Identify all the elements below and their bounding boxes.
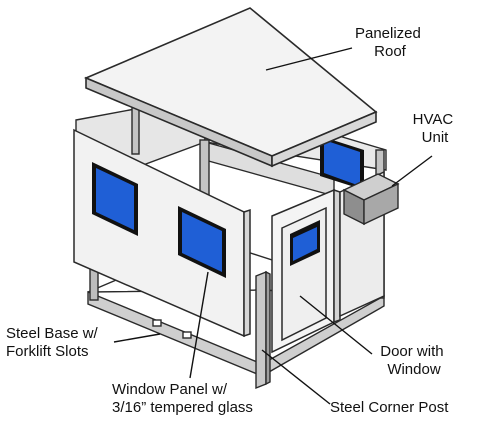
leader-door: [299, 295, 373, 355]
hvac-side: [363, 182, 399, 226]
left-wall-edge: [243, 208, 251, 338]
leader-lines: [113, 47, 433, 405]
roof-right-edge: [271, 110, 377, 168]
leader-base: [113, 333, 161, 343]
corner-post-side: [265, 270, 271, 386]
label-base-line2: Forklift Slots: [6, 343, 89, 360]
label-roof-line1: Panelized: [355, 25, 421, 42]
label-hvac-line2: Unit: [422, 129, 450, 146]
label-hvac-line1: HVAC: [413, 111, 454, 128]
label-roof: Panelized Roof: [355, 25, 425, 60]
window-panel-left: [73, 128, 251, 338]
door-window-glass: [293, 227, 317, 261]
right-wall-edge: [333, 188, 341, 324]
label-corner-post-line1: Steel Corner Post: [330, 399, 449, 416]
label-base-line1: Steel Base w/: [6, 325, 99, 342]
steel-corner-post: [255, 270, 271, 390]
panelized-roof: [83, 7, 378, 168]
leader-corner-post: [261, 349, 331, 405]
roof-support-post: [131, 103, 140, 155]
hvac-unit: [342, 173, 400, 226]
corner-post-body: [255, 270, 267, 390]
forklift-slot-2: [182, 331, 192, 339]
label-door-line2: Window: [387, 361, 441, 378]
leader-roof: [265, 47, 353, 71]
labels: Panelized Roof HVAC Unit Steel Base w/ F…: [6, 25, 458, 416]
label-roof-line2: Roof: [374, 43, 407, 60]
window-1-glass: [96, 168, 134, 230]
label-window-panel-line2: 3/16” tempered glass: [112, 399, 253, 416]
window-2-glass: [182, 212, 222, 272]
label-door-line1: Door with: [380, 343, 443, 360]
leader-hvac: [391, 155, 433, 187]
label-door: Door with Window: [380, 343, 448, 378]
leader-window-panel: [189, 271, 209, 379]
forklift-slot-1: [152, 319, 162, 327]
label-window-panel-line1: Window Panel w/: [112, 381, 228, 398]
label-hvac: HVAC Unit: [413, 111, 458, 146]
back-window-glass: [324, 140, 360, 186]
label-window-panel: Window Panel w/ 3/16” tempered glass: [112, 381, 253, 416]
label-base: Steel Base w/ Forklift Slots: [6, 325, 102, 360]
back-window: [320, 136, 364, 190]
label-corner-post: Steel Corner Post: [330, 399, 449, 416]
